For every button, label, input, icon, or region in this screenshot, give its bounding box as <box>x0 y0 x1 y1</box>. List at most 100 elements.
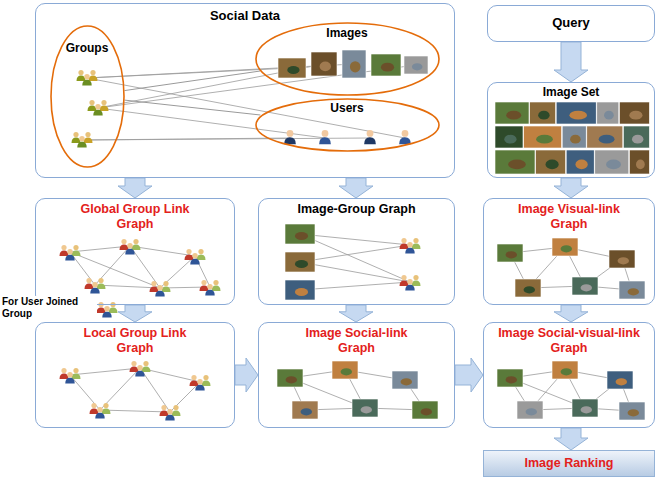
person-head <box>78 70 83 75</box>
person-body <box>400 244 409 250</box>
person-body <box>197 255 206 261</box>
image-thumbnail <box>619 402 645 420</box>
flow-arrow <box>455 358 483 392</box>
image-thumbnail <box>497 244 523 262</box>
users-ellipse: Users <box>255 98 440 152</box>
person-head <box>401 238 406 243</box>
node-title: Global Group Link Graph <box>70 202 200 232</box>
image-thumbnail <box>552 238 578 256</box>
person-head <box>97 407 102 412</box>
image-subject <box>508 160 526 170</box>
person-head <box>137 365 142 370</box>
person-body <box>165 415 174 421</box>
person-head <box>407 242 412 247</box>
person-body <box>97 284 106 290</box>
image-thumbnail <box>536 150 566 174</box>
image-thumbnail <box>623 126 649 148</box>
image-thumbnail <box>629 150 649 174</box>
image-thumbnail <box>311 52 337 76</box>
person-head <box>89 100 94 105</box>
image-subject <box>538 111 549 120</box>
person-head <box>322 130 329 137</box>
person-body <box>400 281 409 287</box>
person-head <box>402 130 409 137</box>
node-title: Image-Group Graph <box>267 202 447 217</box>
image-thumbnail <box>495 150 535 174</box>
image-subject <box>341 368 352 375</box>
person-body <box>93 110 102 116</box>
person-head <box>407 279 412 284</box>
edge-label: For User Joined Group <box>2 296 97 320</box>
image-subject <box>506 251 517 258</box>
image-thumbnail <box>607 371 633 389</box>
person-head <box>191 375 196 380</box>
image-subject <box>561 368 572 375</box>
image-subject <box>636 160 645 170</box>
person-body <box>85 284 94 290</box>
flow-arrow <box>554 42 588 82</box>
image-subject <box>606 160 621 170</box>
graph-link <box>98 65 416 108</box>
image-subject <box>546 160 559 170</box>
person-head <box>61 245 66 250</box>
person-body <box>190 381 199 387</box>
image-thumbnail <box>619 102 649 124</box>
person-body <box>90 288 99 294</box>
person-body <box>172 411 181 417</box>
person-body <box>84 138 93 144</box>
person-head <box>61 368 66 373</box>
person-head <box>127 243 132 248</box>
person-body <box>77 142 86 148</box>
image-subject <box>526 408 537 415</box>
person-body <box>65 255 74 261</box>
graph-link <box>300 234 410 282</box>
person-head <box>203 375 208 380</box>
image-subject <box>295 288 308 296</box>
image-thumbnail <box>587 126 623 148</box>
person-body <box>102 409 111 415</box>
person-body <box>202 381 211 387</box>
image-subject <box>301 408 312 415</box>
person-head <box>131 361 136 366</box>
person-body <box>100 106 109 112</box>
flow-arrow <box>554 428 588 450</box>
person-head <box>287 130 294 137</box>
image-subject <box>361 406 372 413</box>
person-head <box>173 405 178 410</box>
person-body <box>132 245 141 251</box>
person-body <box>125 249 134 255</box>
images-ellipse: Images <box>255 22 440 96</box>
image-thumbnail <box>595 150 629 174</box>
person-head <box>98 278 103 283</box>
person-body <box>185 255 194 261</box>
image-subject <box>412 63 423 70</box>
graph-link <box>98 108 325 138</box>
person-body <box>412 244 421 250</box>
person-head <box>201 280 206 285</box>
person-head <box>163 281 168 286</box>
person-body <box>88 106 97 112</box>
node-title: Image Set <box>496 85 646 99</box>
graph-link <box>87 78 405 138</box>
image-thumbnail <box>495 126 523 148</box>
person-head <box>67 249 72 254</box>
image-subject <box>628 409 639 416</box>
person-body <box>405 248 414 254</box>
image-subject <box>295 232 308 240</box>
person-body <box>97 308 106 314</box>
person-head <box>367 130 374 137</box>
link-line <box>124 71 260 91</box>
image-subject <box>599 135 615 144</box>
person-body <box>72 138 81 144</box>
image-subject <box>504 135 516 144</box>
person-head <box>198 249 203 254</box>
person-head <box>161 405 166 410</box>
result-band: Image Ranking <box>483 450 655 477</box>
person-body <box>212 286 221 292</box>
person-head <box>90 70 95 75</box>
image-subject <box>295 260 308 268</box>
node-title: Query <box>496 15 646 31</box>
person-head <box>213 280 218 285</box>
